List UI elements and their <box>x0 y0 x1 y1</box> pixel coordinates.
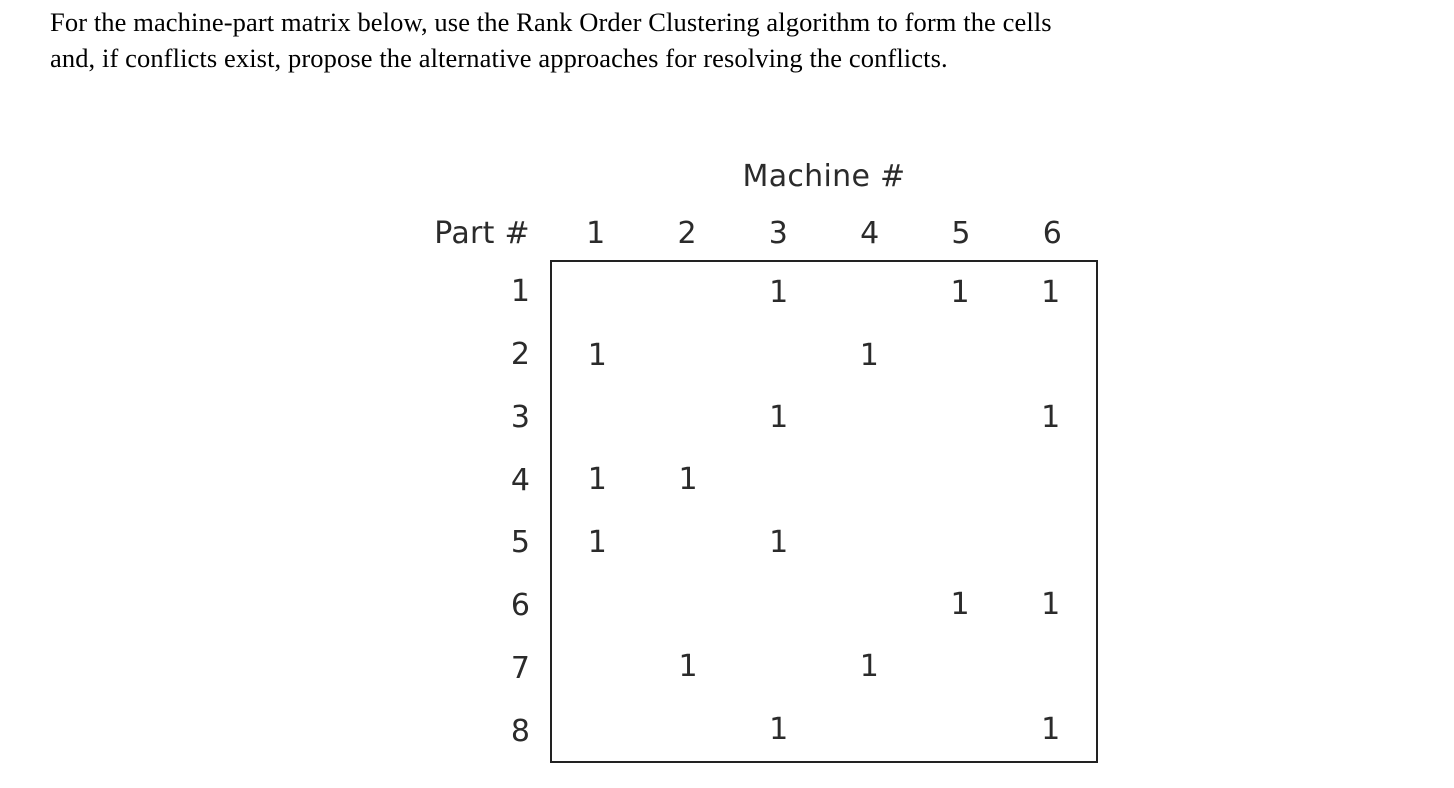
matrix-cell-p1-m2 <box>643 262 734 324</box>
matrix-cell-p8-m1 <box>552 699 643 761</box>
matrix-cell-p6-m4 <box>824 574 915 636</box>
part-row-header-1: 1 <box>510 273 530 309</box>
matrix-cell-p8-m2 <box>643 699 734 761</box>
machine-column-header-1: 1 <box>586 216 606 251</box>
machine-axis-title: Machine # <box>742 159 906 194</box>
matrix-cell-p7-m3 <box>733 636 824 698</box>
question-prompt: For the machine-part matrix below, use t… <box>50 4 1420 76</box>
matrix-cell-p5-m5 <box>915 512 1006 574</box>
matrix-cell-p7-m1 <box>552 636 643 698</box>
matrix-cell-p3-m3: 1 <box>769 399 789 435</box>
matrix-cell-p8-m4 <box>824 699 915 761</box>
machine-column-header-5: 5 <box>951 216 971 251</box>
matrix-cell-p3-m5 <box>915 387 1006 449</box>
matrix-cell-p6-m2 <box>643 574 734 636</box>
column-header-row: 1 2 3 4 5 6 <box>550 217 1098 251</box>
part-row-header-7: 7 <box>510 651 530 687</box>
matrix-cell-p4-m1: 1 <box>587 462 607 498</box>
part-row-header-3: 3 <box>510 399 530 435</box>
matrix-cell-p6-m5: 1 <box>950 587 970 623</box>
question-line-2: and, if conflicts exist, propose the alt… <box>50 43 948 73</box>
matrix-cell-p8-m3: 1 <box>769 711 789 747</box>
matrix-cell-p1-m4 <box>824 262 915 324</box>
matrix-cell-p1-m3: 1 <box>769 275 789 311</box>
matrix-cell-p5-m4 <box>824 512 915 574</box>
matrix-cell-p7-m5 <box>915 636 1006 698</box>
matrix-cell-p8-m6: 1 <box>1041 711 1061 747</box>
matrix-cell-p2-m5 <box>915 324 1006 386</box>
matrix-cell-p6-m6: 1 <box>1041 587 1061 623</box>
matrix-cell-p3-m1 <box>552 387 643 449</box>
part-row-header-8: 8 <box>510 714 530 750</box>
matrix-row-part-1: 1 1 1 <box>552 262 1096 324</box>
matrix-cell-p5-m1: 1 <box>587 524 607 560</box>
matrix-cell-p5-m6 <box>1005 512 1096 574</box>
part-row-header-2: 2 <box>510 336 530 372</box>
matrix-cell-p2-m6 <box>1005 324 1096 386</box>
row-header-column: 1 2 3 4 5 6 7 8 <box>455 260 530 763</box>
matrix-cell-p7-m6 <box>1005 636 1096 698</box>
matrix-cell-p1-m1 <box>552 262 643 324</box>
machine-column-header-2: 2 <box>677 216 697 251</box>
matrix-cell-p3-m4 <box>824 387 915 449</box>
matrix-cell-p7-m2: 1 <box>678 649 698 685</box>
matrix-cell-p4-m5 <box>915 449 1006 511</box>
matrix-cell-p2-m1: 1 <box>587 337 607 373</box>
machine-column-header-3: 3 <box>768 216 788 251</box>
part-axis-title: Part # <box>434 216 530 251</box>
matrix-cell-p2-m4: 1 <box>859 337 879 373</box>
matrix-cell-p8-m5 <box>915 699 1006 761</box>
matrix-cell-p7-m4: 1 <box>859 649 879 685</box>
machine-column-header-4: 4 <box>860 216 880 251</box>
question-line-1: For the machine-part matrix below, use t… <box>50 7 1052 37</box>
part-row-header-5: 5 <box>510 525 530 561</box>
matrix-cell-p3-m2 <box>643 387 734 449</box>
matrix-cell-p2-m3 <box>733 324 824 386</box>
matrix-cell-p4-m6 <box>1005 449 1096 511</box>
matrix-cell-p3-m6: 1 <box>1041 399 1061 435</box>
matrix-cell-p6-m3 <box>733 574 824 636</box>
matrix-cell-p6-m1 <box>552 574 643 636</box>
matrix-cell-p2-m2 <box>643 324 734 386</box>
matrix-cell-p1-m5: 1 <box>950 275 970 311</box>
matrix-cell-p5-m3: 1 <box>769 524 789 560</box>
matrix-cell-p4-m4 <box>824 449 915 511</box>
part-row-header-4: 4 <box>510 462 530 498</box>
part-row-header-6: 6 <box>510 588 530 624</box>
matrix-cell-p4-m2: 1 <box>678 462 698 498</box>
matrix-cell-p4-m3 <box>733 449 824 511</box>
matrix-cell-p1-m6: 1 <box>1041 275 1061 311</box>
matrix-cell-p5-m2 <box>643 512 734 574</box>
machine-column-header-6: 6 <box>1042 216 1062 251</box>
